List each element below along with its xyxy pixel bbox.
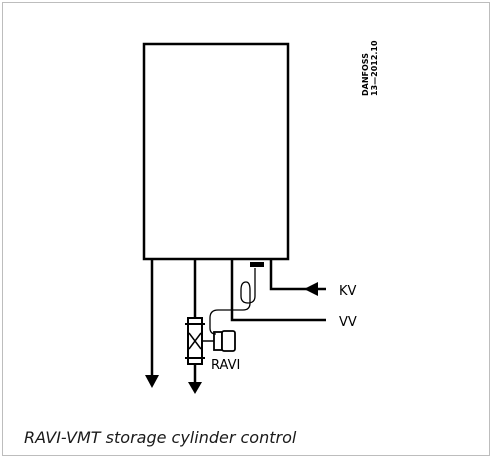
ravi-label: RAVI: [211, 358, 240, 373]
stamp-line1: DANFOSS: [361, 53, 370, 96]
danfoss-stamp: DANFOSS 13—2012.10: [361, 40, 379, 96]
vv-label: VV: [339, 315, 357, 330]
kv-label: KV: [339, 284, 357, 299]
flow-pipe-with-valve: [188, 259, 202, 394]
storage-cylinder-tank: [142, 42, 290, 261]
figure-frame: [2, 2, 490, 456]
ravi-valve: [185, 317, 236, 365]
figure-caption: RAVI-VMT storage cylinder control: [24, 428, 297, 447]
temperature-sensor: [250, 262, 264, 267]
stamp-line2: 13—2012.10: [370, 40, 379, 96]
capillary-tube: [209, 268, 256, 335]
return-pipe-left: [145, 259, 159, 388]
vv-pipe: [230, 259, 326, 322]
kv-pipe: [269, 259, 326, 296]
